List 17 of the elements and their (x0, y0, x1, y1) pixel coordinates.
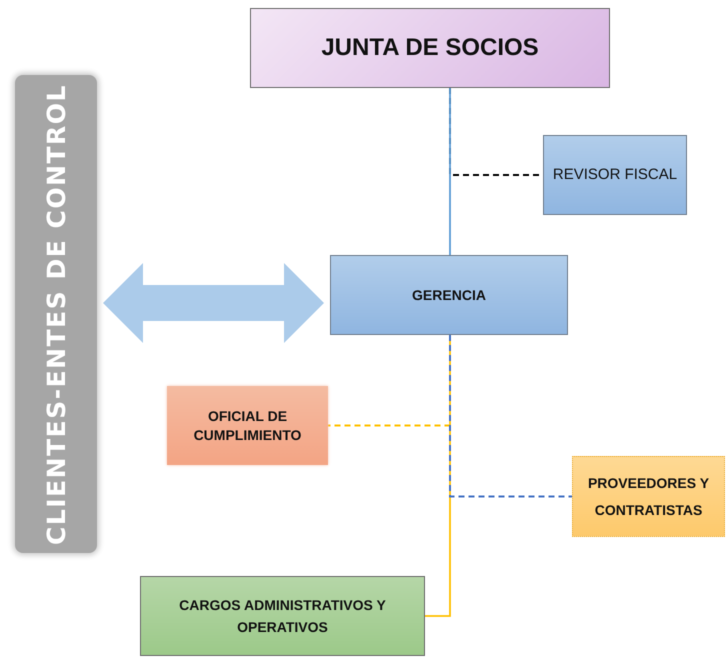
connector-line (449, 335, 572, 498)
org-box (330, 255, 568, 335)
connector-line (449, 88, 451, 255)
box-label: JUNTA DE SOCIOS (321, 34, 539, 62)
box-label: CLIENTES-ENTES DE CONTROL (44, 84, 68, 544)
org-box (250, 8, 610, 88)
org-box (543, 135, 687, 215)
box-label: CARGOS ADMINISTRATIVOS Y OPERATIVOS (178, 596, 387, 637)
box-label: REVISOR FISCAL (552, 166, 678, 184)
box-label: PROVEEDORES Y CONTRATISTAS (586, 474, 710, 520)
org-box (140, 576, 425, 656)
double-arrow (103, 263, 324, 343)
box-label: GERENCIA (412, 286, 486, 304)
org-box (167, 386, 328, 465)
org-box (15, 75, 97, 553)
box-label: OFICIAL DE CUMPLIMIENTO (192, 407, 302, 444)
org-box (572, 456, 725, 537)
